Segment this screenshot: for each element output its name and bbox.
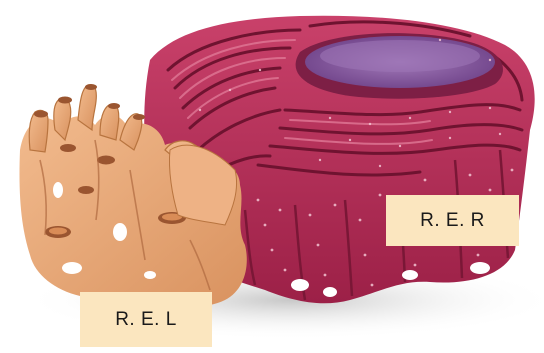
rough-er-label: R. E. R	[386, 195, 519, 246]
smooth-er-label: R. E. L	[80, 292, 212, 347]
